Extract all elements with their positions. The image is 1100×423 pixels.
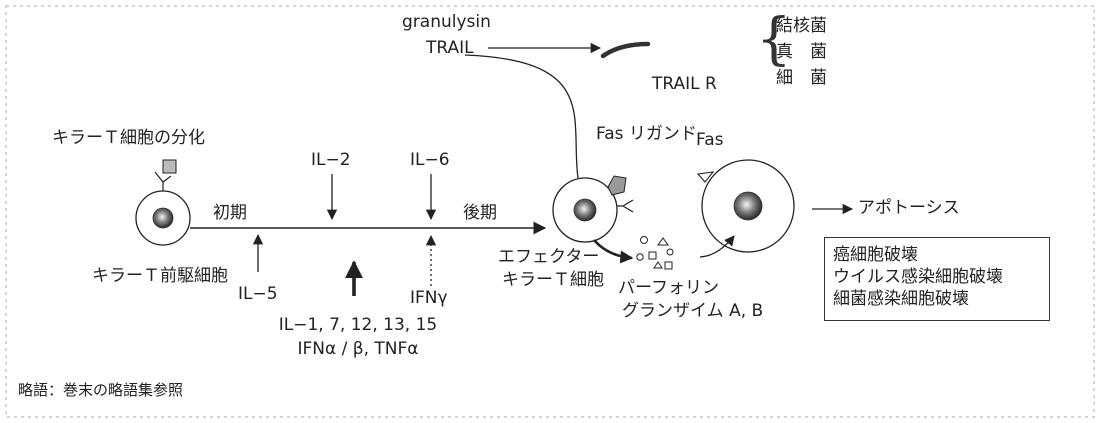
bacteria-icon [603, 44, 648, 56]
granzyme-label: グランザイム A, B [622, 301, 763, 321]
cytokines-label-line2: IFNα / β, TNFα [258, 339, 458, 359]
precursor-label: キラーＴ前駆細胞 [92, 266, 228, 286]
fas-label: Fas [696, 130, 724, 150]
ifn-gamma-label: IFNγ [410, 288, 448, 308]
trail-r-label: TRAIL R [652, 74, 717, 94]
apoptosis-label: アポトーシス [858, 198, 960, 218]
effector-label-line2: キラーＴ細胞 [502, 270, 604, 290]
trail-label: TRAIL [426, 38, 474, 58]
perforin-granules-icon [637, 237, 673, 270]
killer-t-differentiation-label: キラーＴ細胞の分化 [52, 128, 205, 148]
destruction-box: 癌細胞破壊 ウイルス感染細胞破壊 細菌感染細胞破壊 [824, 237, 1050, 321]
precursor-cell [136, 191, 190, 245]
fas-ligand-icon [608, 176, 626, 195]
footnote: 略語：巻末の略語集参照 [18, 380, 183, 400]
early-stage-label: 初期 [213, 203, 247, 223]
effector-cell [553, 178, 617, 242]
perforin-label: パーフォリン [618, 278, 719, 298]
granulysin-label: granulysin [402, 12, 491, 32]
il5-label: IL−5 [238, 284, 278, 304]
destruction-cancer: 癌細胞破壊 [833, 244, 1041, 266]
trail-curve [465, 55, 578, 178]
perforin-arrow [594, 240, 632, 258]
effector-receptor-icon [617, 200, 633, 212]
il2-label: IL−2 [311, 150, 351, 170]
target-bacteria: 細 菌 [776, 68, 827, 88]
fas-ligand-label: Fas リガンド [596, 124, 697, 144]
cytokines-label-line1: IL−1, 7, 12, 13, 15 [258, 315, 458, 335]
il6-label: IL−6 [410, 150, 450, 170]
destruction-bacteria: 細菌感染細胞破壊 [833, 288, 1041, 310]
late-stage-label: 後期 [463, 203, 497, 223]
target-cell [702, 160, 794, 252]
target-fungus: 真 菌 [776, 42, 827, 62]
effector-label-line1: エフェクター [498, 247, 599, 267]
receptor-icon [155, 160, 176, 191]
destruction-virus: ウイルス感染細胞破壊 [833, 266, 1041, 288]
target-tuberculosis: 結核菌 [776, 16, 827, 36]
